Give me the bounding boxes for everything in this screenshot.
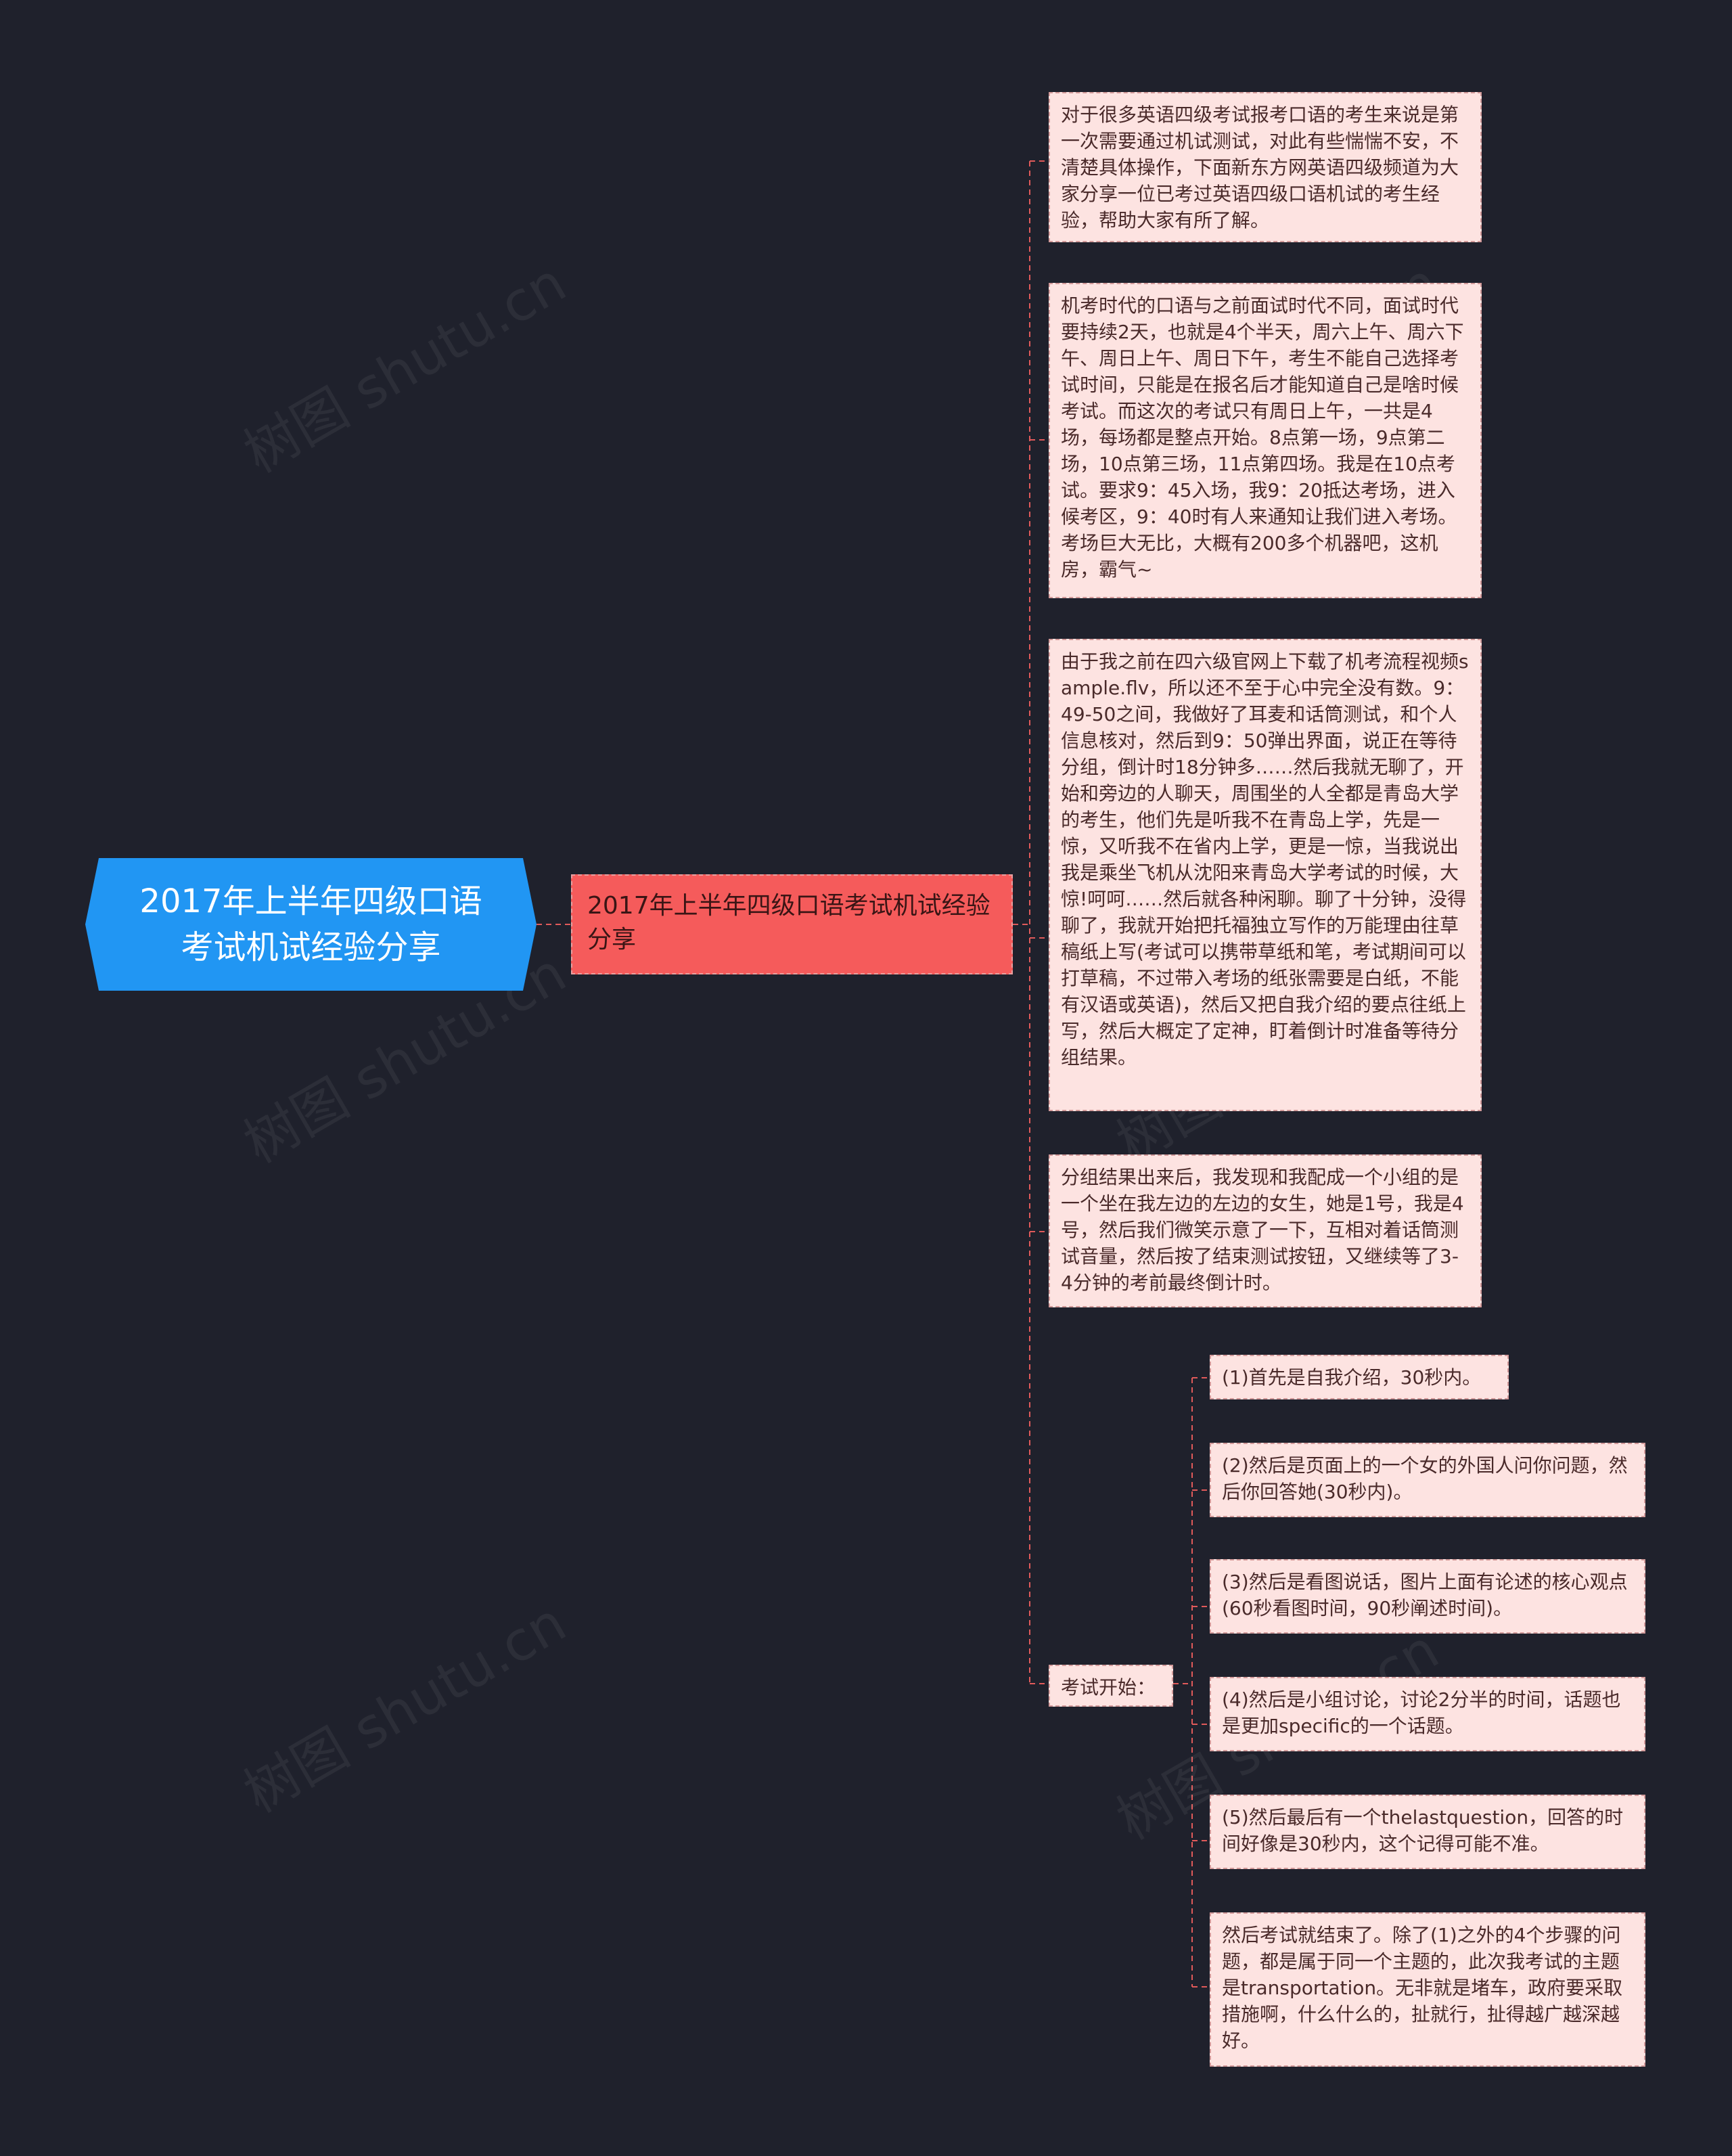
- main-topic-node[interactable]: 2017年上半年四级口语考试机试经验分享: [571, 874, 1013, 974]
- leaf-intro[interactable]: 对于很多英语四级考试报考口语的考生来说是第一次需要通过机试测试，对此有些惴惴不安…: [1049, 92, 1482, 242]
- exam-step-3[interactable]: (3)然后是看图说话，图片上面有论述的核心观点(60秒看图时间，90秒阐述时间)…: [1210, 1559, 1645, 1634]
- root-node-title: 2017年上半年四级口语考试机试经验分享: [139, 882, 482, 966]
- exam-step-2[interactable]: (2)然后是页面上的一个女的外国人问你问题，然后你回答她(30秒内)。: [1210, 1443, 1645, 1517]
- root-node[interactable]: 2017年上半年四级口语考试机试经验分享: [85, 858, 537, 991]
- leaf-grouping[interactable]: 分组结果出来后，我发现和我配成一个小组的是一个坐在我左边的左边的女生，她是1号，…: [1049, 1154, 1482, 1307]
- exam-step-4[interactable]: (4)然后是小组讨论，讨论2分半的时间，话题也是更加specific的一个话题。: [1210, 1677, 1645, 1751]
- leaf-exam-schedule[interactable]: 机考时代的口语与之前面试时代不同，面试时代要持续2天，也就是4个半天，周六上午、…: [1049, 283, 1482, 598]
- exam-step-1[interactable]: (1)首先是自我介绍，30秒内。: [1210, 1355, 1509, 1399]
- exam-start-node[interactable]: 考试开始：: [1049, 1665, 1173, 1707]
- exam-step-5[interactable]: (5)然后最后有一个thelastquestion，回答的时间好像是30秒内，这…: [1210, 1795, 1645, 1869]
- exam-step-6[interactable]: 然后考试就结束了。除了(1)之外的4个步骤的问题，都是属于同一个主题的，此次我考…: [1210, 1912, 1645, 2067]
- leaf-waiting[interactable]: 由于我之前在四六级官网上下载了机考流程视频sample.flv，所以还不至于心中…: [1049, 639, 1482, 1111]
